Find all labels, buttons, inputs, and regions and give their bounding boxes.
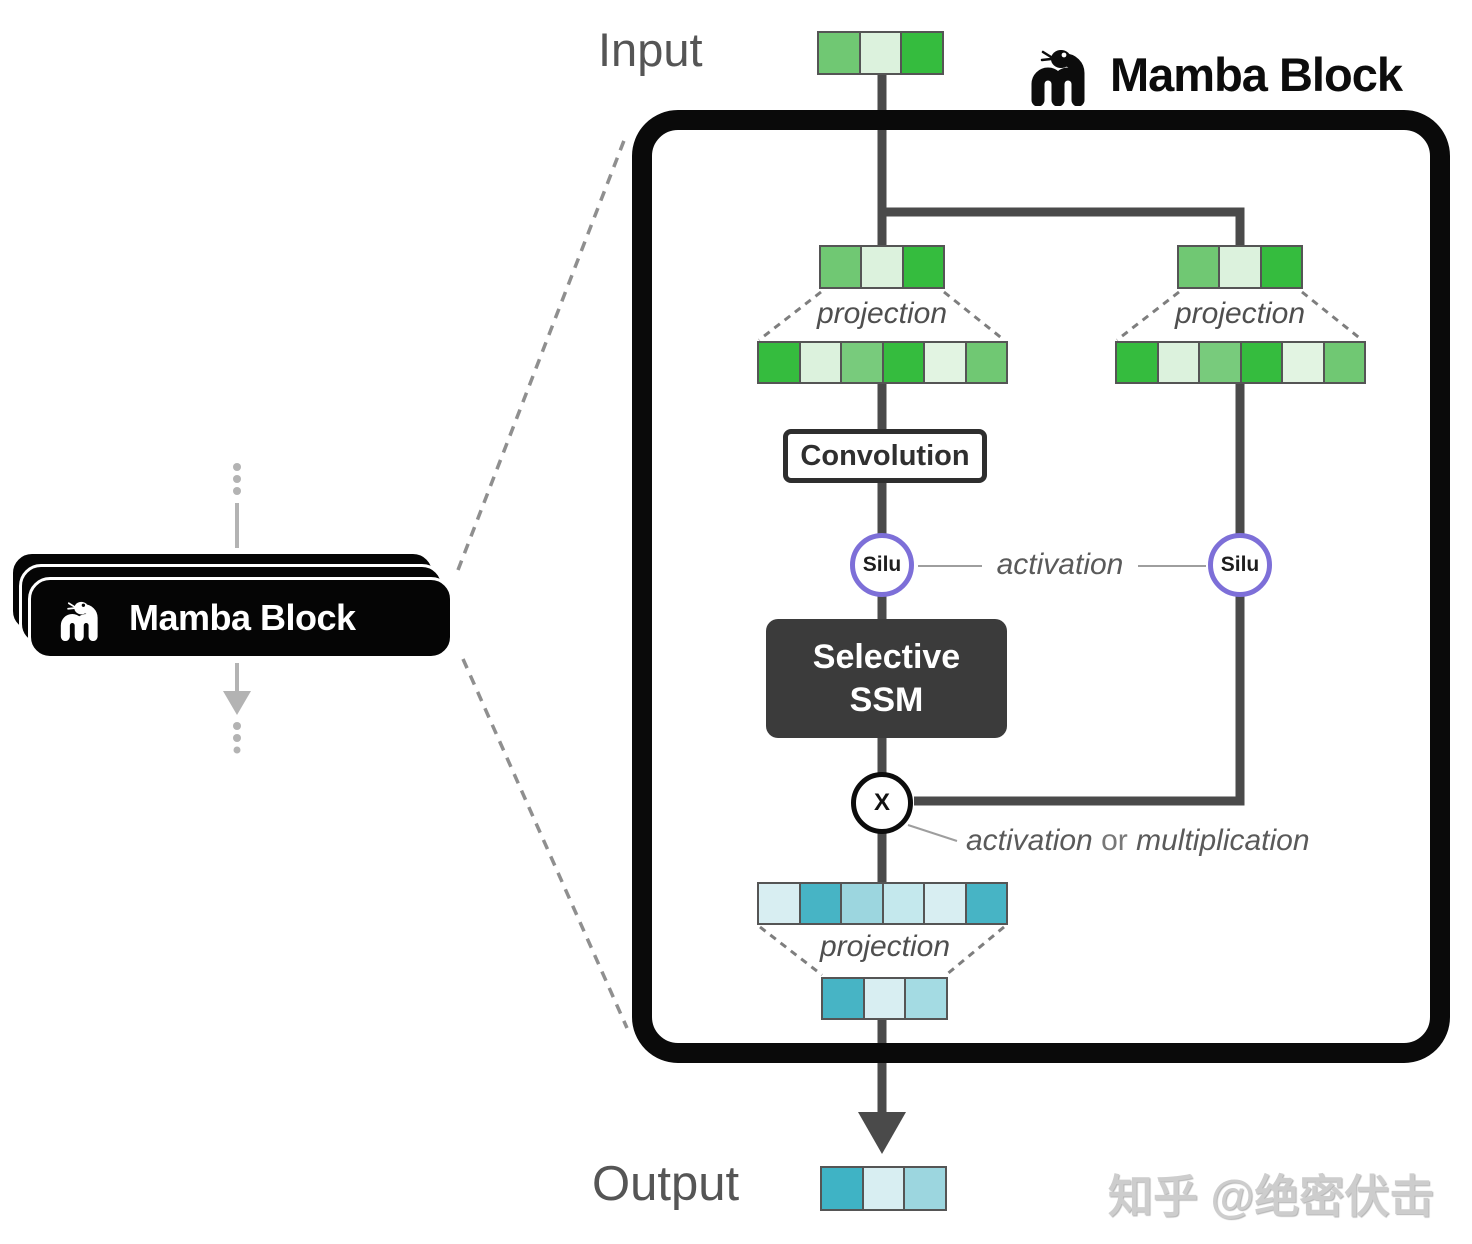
projection-label-left: projection bbox=[816, 297, 948, 330]
stack-layer-front: Mamba Block bbox=[28, 577, 453, 659]
mamba-snake-icon bbox=[60, 601, 98, 641]
selective-ssm-node: Selective SSM bbox=[766, 619, 1007, 738]
block-title-text: Mamba Block bbox=[1110, 47, 1403, 101]
stack-arrowhead-icon bbox=[223, 691, 251, 715]
multiply-note: activation or multiplication bbox=[966, 824, 1310, 858]
watermark: 知乎 @绝密伏击 bbox=[1108, 1171, 1435, 1222]
stack-dot bbox=[233, 746, 241, 754]
silu-right-node: Silu bbox=[1208, 533, 1272, 597]
stack-dot bbox=[233, 487, 241, 495]
token-cell bbox=[840, 884, 882, 923]
ssm-label-line2: SSM bbox=[849, 680, 924, 719]
stack-dot bbox=[233, 734, 241, 742]
left-branch-token bbox=[819, 245, 945, 289]
multiply-node: X bbox=[851, 772, 913, 834]
token-cell bbox=[821, 247, 861, 287]
token-cell bbox=[1259, 247, 1301, 287]
token-cell bbox=[823, 979, 863, 1018]
activation-label: activation bbox=[996, 548, 1124, 581]
multiply-note-multiplication: multiplication bbox=[1136, 824, 1310, 857]
token-cell bbox=[1281, 343, 1323, 382]
token-cell bbox=[881, 343, 923, 382]
token-cell bbox=[881, 884, 923, 923]
token-cell bbox=[858, 33, 901, 73]
trapezoid-out-a bbox=[759, 925, 823, 977]
stack-dot bbox=[233, 475, 241, 483]
mamba-block-stack: Mamba Block bbox=[10, 551, 465, 663]
token-cell bbox=[1179, 247, 1219, 287]
projection-label-output: projection bbox=[819, 930, 951, 963]
token-cell bbox=[1198, 343, 1240, 382]
trapezoid-right-a bbox=[1116, 290, 1180, 342]
thin-note-pointer bbox=[907, 824, 958, 842]
convolution-node: Convolution bbox=[783, 429, 987, 483]
token-cell bbox=[1322, 343, 1364, 382]
token-cell bbox=[822, 1168, 862, 1209]
token-cell bbox=[1156, 343, 1198, 382]
ssm-label-line1: Selective bbox=[812, 638, 961, 676]
token-cell bbox=[964, 343, 1006, 382]
token-cell bbox=[759, 343, 799, 382]
output-arrowhead-icon bbox=[858, 1112, 906, 1154]
token-cell bbox=[860, 247, 902, 287]
token-cell bbox=[1117, 343, 1157, 382]
zoom-link-bottom bbox=[461, 658, 629, 1029]
stack-dot bbox=[233, 463, 241, 471]
token-cell bbox=[923, 343, 965, 382]
trapezoid-left-a bbox=[758, 290, 822, 342]
stack-dot bbox=[233, 722, 241, 730]
token-cell bbox=[904, 979, 947, 1018]
token-cell bbox=[903, 1168, 946, 1209]
silu-left-node: Silu bbox=[850, 533, 914, 597]
multiply-note-or: or bbox=[1101, 824, 1128, 857]
projection-label-right: projection bbox=[1174, 297, 1306, 330]
token-cell bbox=[1239, 343, 1281, 382]
token-cell bbox=[1218, 247, 1260, 287]
token-cell bbox=[798, 343, 840, 382]
wire-split bbox=[882, 207, 1245, 245]
zoom-link-top bbox=[456, 137, 627, 571]
block-title: Mamba Block bbox=[1026, 42, 1403, 106]
token-cell bbox=[964, 884, 1006, 923]
multiply-note-activation: activation bbox=[966, 824, 1093, 857]
right-branch-token bbox=[1177, 245, 1303, 289]
stack-pill-label: Mamba Block bbox=[129, 597, 356, 638]
token-cell bbox=[759, 884, 799, 923]
mamba-snake-icon bbox=[1031, 50, 1085, 106]
token-cell bbox=[819, 33, 859, 73]
left-projected-token bbox=[757, 341, 1008, 384]
output-label: Output bbox=[592, 1157, 740, 1211]
token-cell bbox=[862, 979, 905, 1018]
input-label: Input bbox=[598, 23, 703, 76]
token-cell bbox=[840, 343, 882, 382]
token-cell bbox=[923, 884, 965, 923]
wire-right-to-x bbox=[914, 595, 1245, 806]
token-cell bbox=[900, 33, 943, 73]
down-projected-token bbox=[821, 977, 948, 1020]
right-projected-token bbox=[1115, 341, 1366, 384]
input-token bbox=[817, 31, 944, 75]
gated-token bbox=[757, 882, 1008, 925]
token-cell bbox=[798, 884, 840, 923]
token-cell bbox=[861, 1168, 904, 1209]
output-token bbox=[820, 1166, 947, 1211]
token-cell bbox=[901, 247, 943, 287]
